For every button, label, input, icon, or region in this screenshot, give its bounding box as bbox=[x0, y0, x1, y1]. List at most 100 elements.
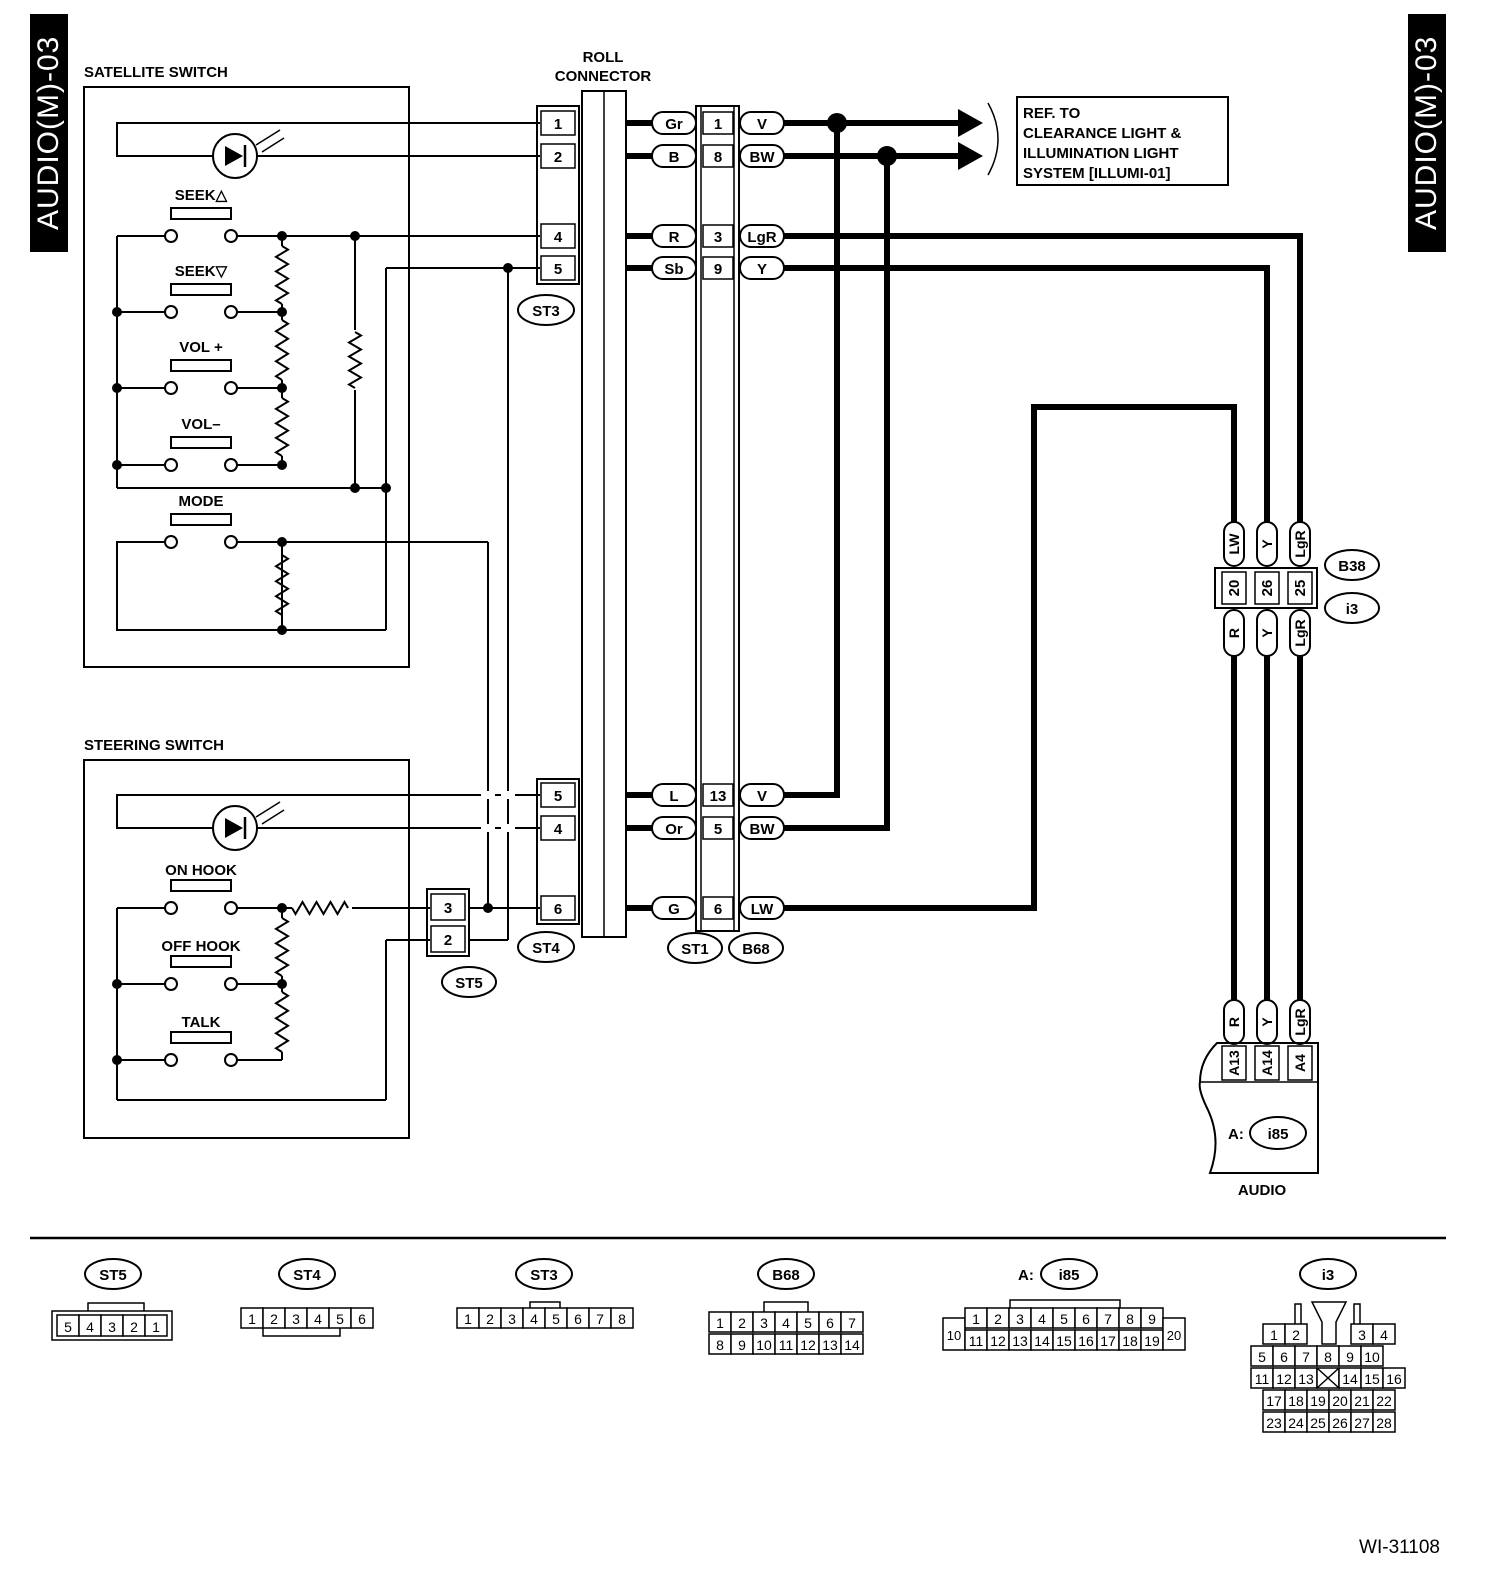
svg-text:20: 20 bbox=[1332, 1393, 1348, 1409]
svg-text:13: 13 bbox=[822, 1337, 838, 1353]
svg-text:i85: i85 bbox=[1059, 1267, 1080, 1284]
svg-text:26: 26 bbox=[1332, 1415, 1348, 1431]
svg-text:LgR: LgR bbox=[1292, 530, 1308, 557]
svg-text:23: 23 bbox=[1266, 1415, 1282, 1431]
satellite-switch-title: SATELLITE SWITCH bbox=[84, 64, 228, 81]
svg-text:14: 14 bbox=[1342, 1371, 1358, 1387]
svg-text:VOL–: VOL– bbox=[181, 416, 220, 433]
svg-text:9: 9 bbox=[1346, 1349, 1354, 1365]
svg-text:22: 22 bbox=[1376, 1393, 1392, 1409]
svg-text:2: 2 bbox=[554, 149, 562, 166]
svg-text:1: 1 bbox=[152, 1319, 160, 1335]
svg-text:SYSTEM [ILLUMI-01]: SYSTEM [ILLUMI-01] bbox=[1023, 165, 1171, 182]
svg-text:5: 5 bbox=[1258, 1349, 1266, 1365]
svg-text:13: 13 bbox=[1012, 1333, 1028, 1349]
svg-text:6: 6 bbox=[1280, 1349, 1288, 1365]
svg-text:ST3: ST3 bbox=[532, 303, 560, 320]
svg-text:B38: B38 bbox=[1338, 558, 1366, 575]
svg-text:8: 8 bbox=[1126, 1311, 1134, 1327]
svg-text:6: 6 bbox=[714, 901, 722, 918]
svg-text:Or: Or bbox=[665, 821, 683, 838]
svg-text:Y: Y bbox=[757, 261, 767, 278]
svg-text:9: 9 bbox=[738, 1337, 746, 1353]
svg-text:R: R bbox=[1226, 1017, 1242, 1027]
svg-text:1: 1 bbox=[464, 1311, 472, 1327]
svg-text:MODE: MODE bbox=[179, 493, 224, 510]
svg-text:18: 18 bbox=[1122, 1333, 1138, 1349]
svg-text:ST4: ST4 bbox=[293, 1267, 321, 1284]
svg-text:8: 8 bbox=[1324, 1349, 1332, 1365]
svg-text:A:: A: bbox=[1228, 1126, 1244, 1143]
svg-text:Y: Y bbox=[1259, 628, 1275, 638]
svg-text:20: 20 bbox=[1167, 1328, 1181, 1343]
svg-text:3: 3 bbox=[108, 1319, 116, 1335]
svg-text:10: 10 bbox=[947, 1328, 961, 1343]
svg-text:G: G bbox=[668, 901, 680, 918]
audio-label: AUDIO bbox=[1238, 1182, 1287, 1199]
svg-text:12: 12 bbox=[1276, 1371, 1292, 1387]
svg-text:5: 5 bbox=[1060, 1311, 1068, 1327]
svg-text:VOL +: VOL + bbox=[179, 339, 223, 356]
svg-text:6: 6 bbox=[826, 1315, 834, 1331]
svg-text:3: 3 bbox=[292, 1311, 300, 1327]
harness-wires bbox=[626, 120, 1303, 1008]
svg-text:25: 25 bbox=[1292, 580, 1309, 597]
svg-text:7: 7 bbox=[596, 1311, 604, 1327]
svg-text:3: 3 bbox=[508, 1311, 516, 1327]
svg-text:17: 17 bbox=[1100, 1333, 1116, 1349]
svg-text:5: 5 bbox=[336, 1311, 344, 1327]
svg-text:3: 3 bbox=[1358, 1327, 1366, 1343]
svg-text:12: 12 bbox=[990, 1333, 1006, 1349]
svg-text:8: 8 bbox=[716, 1337, 724, 1353]
svg-text:5: 5 bbox=[554, 261, 562, 278]
svg-text:28: 28 bbox=[1376, 1415, 1392, 1431]
svg-text:13: 13 bbox=[710, 788, 727, 805]
svg-text:27: 27 bbox=[1354, 1415, 1370, 1431]
svg-text:5: 5 bbox=[64, 1319, 72, 1335]
svg-text:18: 18 bbox=[1288, 1393, 1304, 1409]
svg-text:7: 7 bbox=[848, 1315, 856, 1331]
svg-text:ST4: ST4 bbox=[532, 940, 560, 957]
svg-text:4: 4 bbox=[530, 1311, 538, 1327]
svg-text:1: 1 bbox=[1270, 1327, 1278, 1343]
svg-text:OFF HOOK: OFF HOOK bbox=[161, 938, 240, 955]
svg-text:i85: i85 bbox=[1268, 1126, 1289, 1143]
svg-text:19: 19 bbox=[1144, 1333, 1160, 1349]
svg-text:LgR: LgR bbox=[1292, 619, 1308, 646]
junction-dots bbox=[827, 113, 897, 166]
svg-text:10: 10 bbox=[1364, 1349, 1380, 1365]
svg-text:CLEARANCE LIGHT &: CLEARANCE LIGHT & bbox=[1023, 125, 1181, 142]
switch-4: MODE bbox=[117, 493, 282, 549]
svg-text:1: 1 bbox=[554, 116, 562, 133]
svg-text:BW: BW bbox=[750, 149, 776, 166]
svg-text:11: 11 bbox=[1255, 1371, 1270, 1387]
svg-text:B68: B68 bbox=[742, 941, 770, 958]
svg-text:R: R bbox=[1226, 628, 1242, 638]
svg-text:8: 8 bbox=[618, 1311, 626, 1327]
svg-text:B68: B68 bbox=[772, 1267, 800, 1284]
svg-text:3: 3 bbox=[714, 229, 722, 246]
cross-wiring bbox=[469, 263, 540, 941]
svg-text:ROLL: ROLL bbox=[583, 49, 624, 66]
svg-text:Y: Y bbox=[1259, 1017, 1275, 1027]
svg-text:B: B bbox=[669, 149, 680, 166]
svg-text:LgR: LgR bbox=[747, 229, 776, 246]
svg-text:2: 2 bbox=[738, 1315, 746, 1331]
svg-text:i3: i3 bbox=[1346, 601, 1359, 618]
svg-text:13: 13 bbox=[1298, 1371, 1314, 1387]
svg-text:3: 3 bbox=[444, 900, 452, 917]
switch-1: SEEK▽ bbox=[112, 263, 287, 319]
svg-text:V: V bbox=[757, 788, 767, 805]
svg-text:4: 4 bbox=[314, 1311, 322, 1327]
svg-text:21: 21 bbox=[1354, 1393, 1370, 1409]
svg-text:24: 24 bbox=[1288, 1415, 1304, 1431]
svg-text:6: 6 bbox=[358, 1311, 366, 1327]
svg-text:A4: A4 bbox=[1292, 1054, 1308, 1072]
svg-text:SEEK△: SEEK△ bbox=[175, 187, 228, 204]
svg-text:4: 4 bbox=[782, 1315, 790, 1331]
